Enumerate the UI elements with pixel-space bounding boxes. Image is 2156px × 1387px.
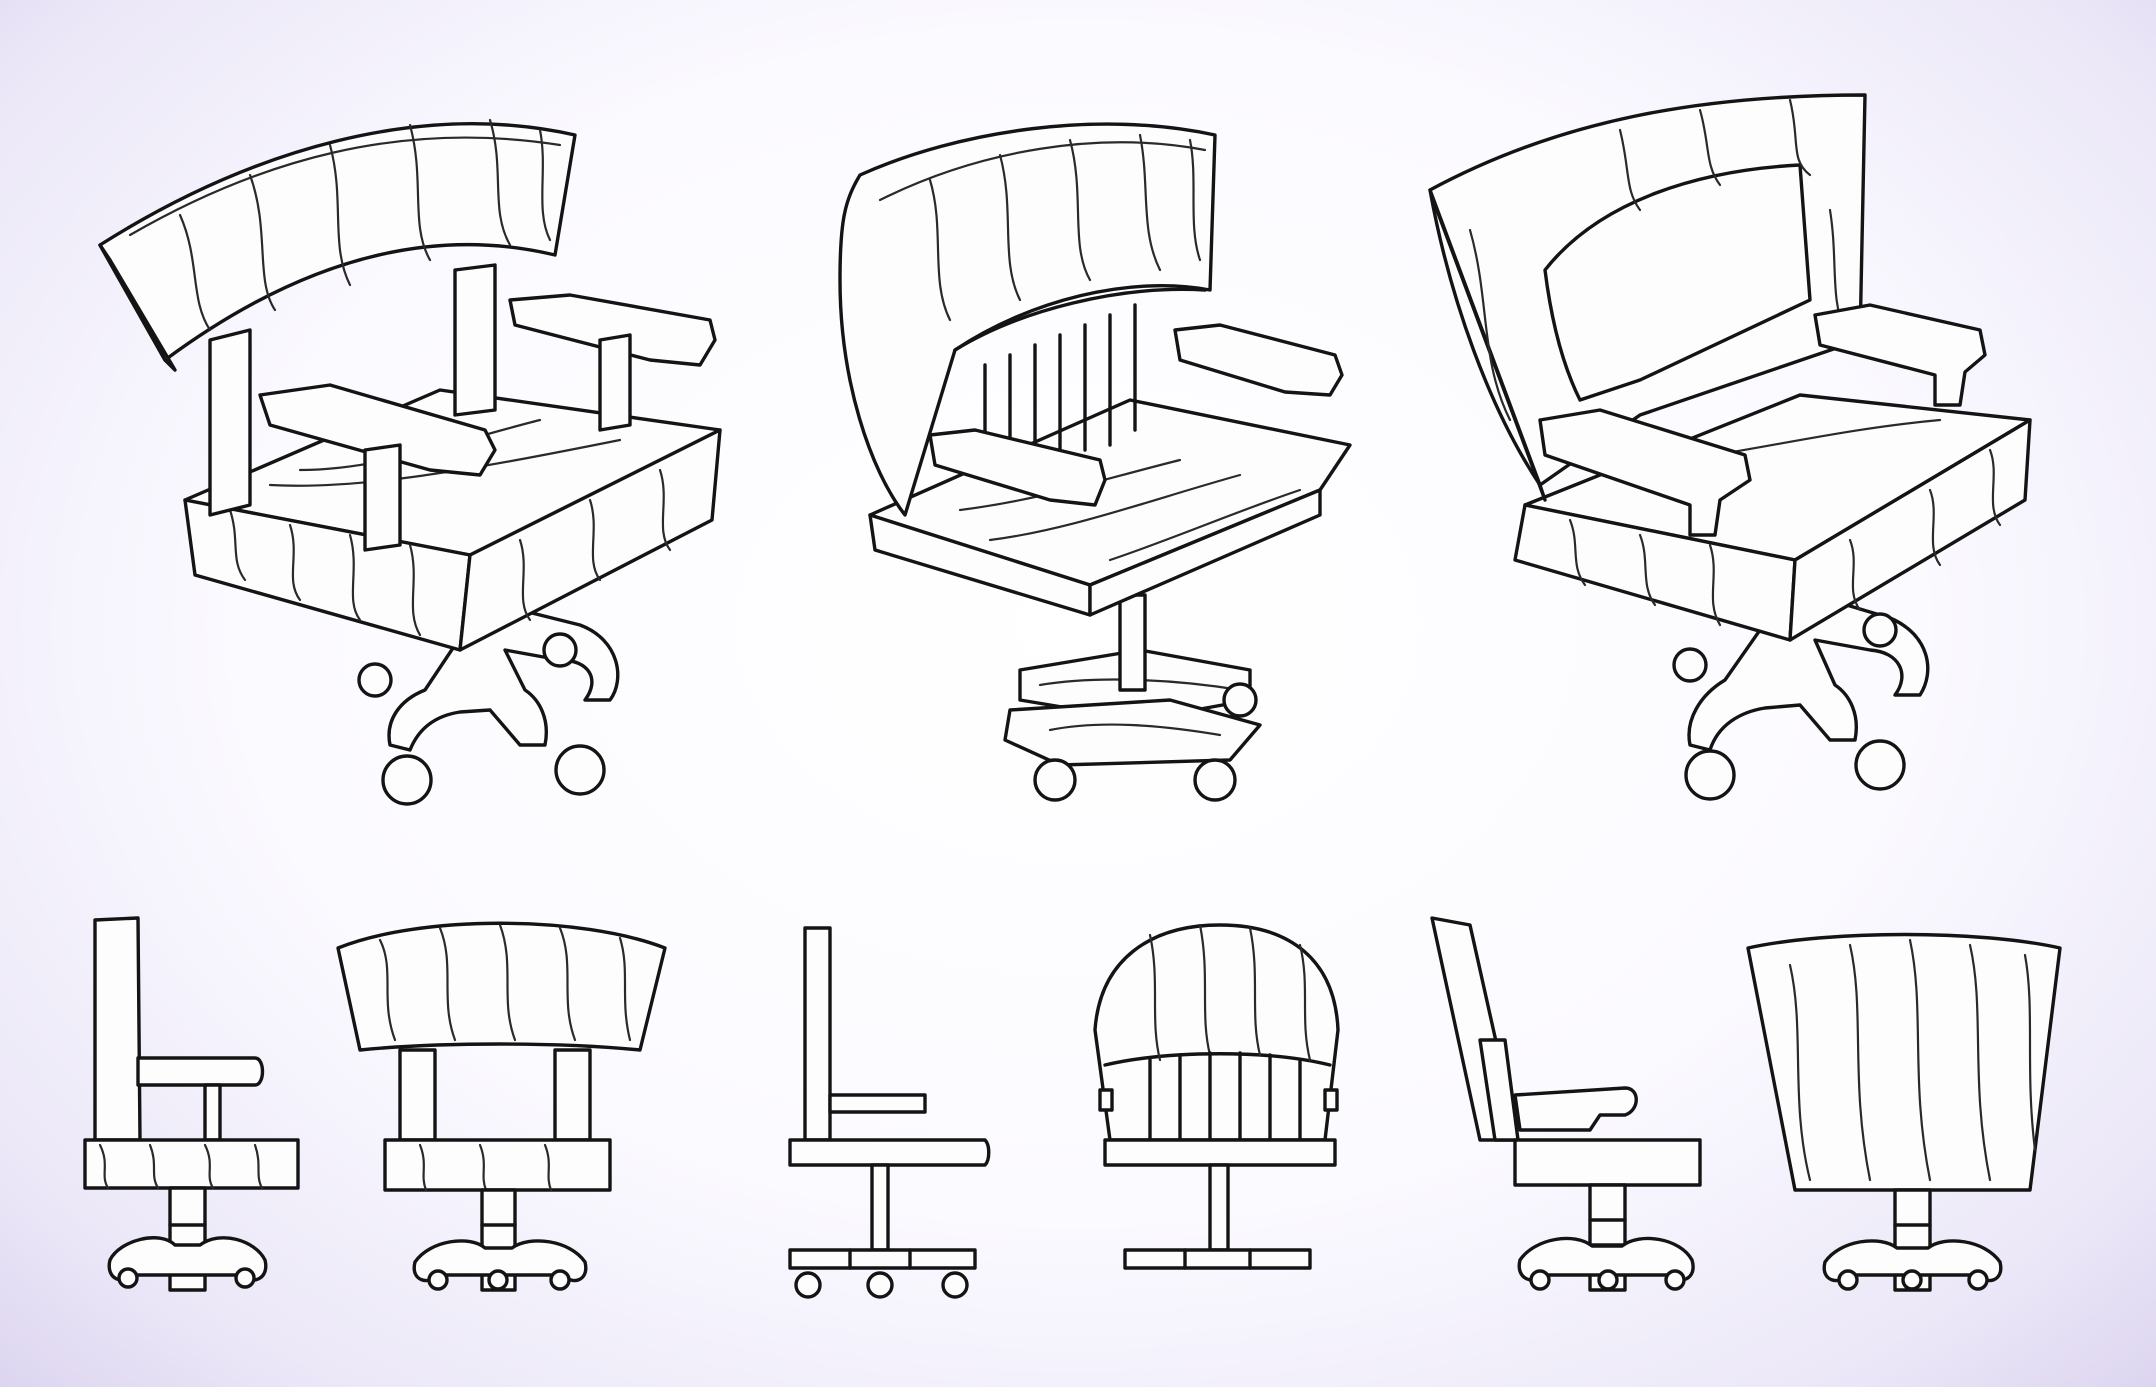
chair-1-side-view [83, 916, 300, 1292]
chair-1-armrest [258, 383, 497, 477]
chair-3-back-panel-opening [1543, 163, 1812, 402]
chair-3-side-view [1430, 916, 1702, 1292]
chair-2-post [1118, 593, 1147, 692]
chair-2-side-view [788, 926, 991, 1299]
chair-3-perspective [1428, 93, 2032, 801]
chair-2-caster [1193, 758, 1237, 802]
chair-3-caster [1672, 647, 1708, 683]
chair-3-armrest [1538, 408, 1752, 537]
chair-2-armrest [1173, 323, 1344, 397]
chair-1-caster [357, 662, 393, 698]
chair-2-front-view [1093, 923, 1340, 1270]
chair-1-caster [381, 754, 433, 806]
chair-3-armrest [1813, 303, 1987, 407]
chair-2-caster [1222, 682, 1258, 718]
chair-3-backrest [1428, 93, 1867, 487]
chair-2-armrest [928, 428, 1107, 507]
chair-3-back-view [1746, 932, 2062, 1292]
chair-1-caster [554, 744, 606, 796]
chair-1-backrest [98, 122, 577, 362]
chair-2-spindles [983, 303, 1137, 472]
chair-3-caster [1862, 612, 1898, 648]
chair-1-seat-side [458, 428, 722, 652]
chair-2-caster [1033, 758, 1077, 802]
chair-1-armrest [508, 293, 717, 367]
chair-2-perspective [838, 122, 1352, 802]
chair-1-perspective [98, 118, 722, 806]
chair-1-front-view [336, 921, 667, 1292]
chair-3-caster [1684, 749, 1736, 801]
chair-2-backrest [838, 122, 1217, 517]
chair-3-caster [1854, 739, 1906, 791]
chair-1-caster [542, 632, 578, 668]
